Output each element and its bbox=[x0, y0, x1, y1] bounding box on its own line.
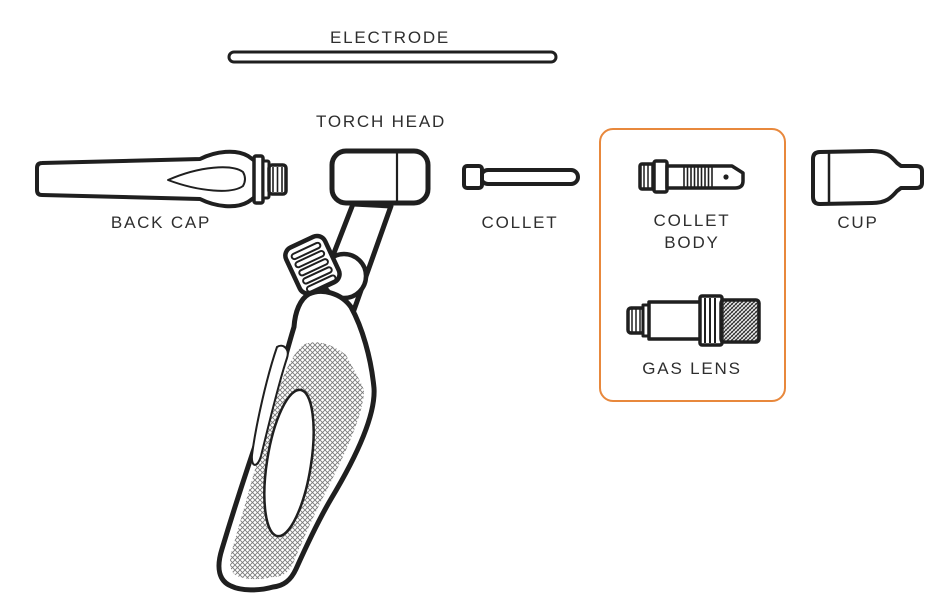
label-back-cap: BACK CAP bbox=[110, 213, 212, 232]
cup-drawing bbox=[811, 149, 924, 206]
label-gas-lens: GAS LENS bbox=[642, 359, 742, 378]
torch-handle bbox=[216, 289, 377, 593]
handle-highlight bbox=[250, 344, 289, 466]
label-cup: CUP bbox=[837, 213, 879, 232]
back-cap-drawing bbox=[35, 149, 288, 209]
electrode-drawing bbox=[227, 50, 558, 64]
collet-body-drawing bbox=[638, 159, 745, 194]
label-torch-head: TORCH HEAD bbox=[315, 112, 447, 131]
gas-lens-drawing bbox=[626, 294, 761, 347]
label-collet: COLLET bbox=[481, 213, 559, 232]
handle-cutout bbox=[263, 388, 315, 538]
label-electrode: ELECTRODE bbox=[329, 28, 451, 47]
label-collet-body: COLLET BODY bbox=[653, 211, 731, 252]
highlight-box bbox=[599, 128, 786, 402]
adjustment-knob bbox=[283, 233, 342, 296]
collet-drawing bbox=[462, 164, 580, 190]
torch-head-drawing bbox=[216, 148, 431, 593]
